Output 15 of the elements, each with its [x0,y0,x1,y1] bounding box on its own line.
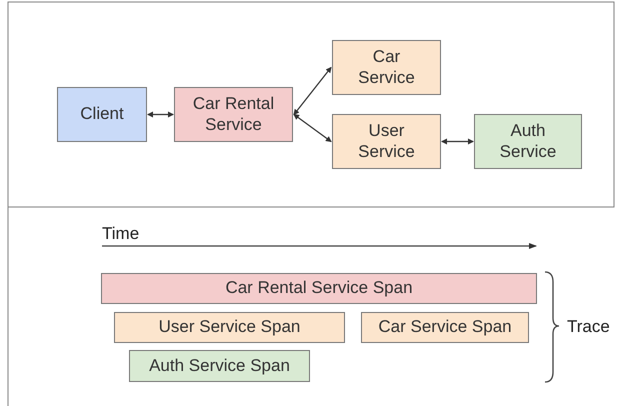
client-box: Client [57,87,147,142]
span-bar: Car Service Span [361,312,529,343]
arrow [293,66,332,116]
span-bar: Auth Service Span [129,350,310,382]
arrow [293,114,332,142]
bracket-label: Trace [567,317,610,337]
service-box: Car Service [332,40,441,95]
arrow [147,112,174,118]
span-bar: Car Rental Service Span [101,273,537,304]
axis-label: Time [102,224,140,244]
service-box: Car Rental Service [174,87,293,142]
arrow [441,138,474,144]
span-bar: User Service Span [114,312,345,343]
service-box: User Service [332,114,441,169]
service-box: Auth Service [474,114,582,169]
